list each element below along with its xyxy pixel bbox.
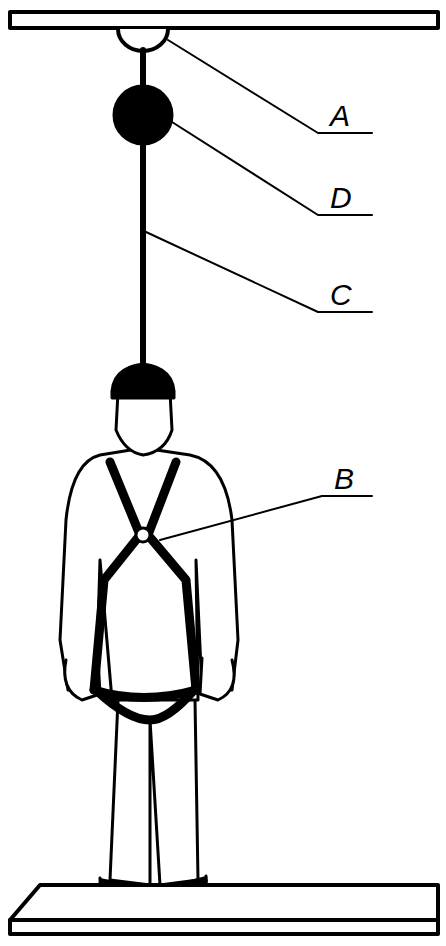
right-hand	[200, 658, 234, 700]
head	[116, 392, 172, 455]
callout-letter: D	[328, 183, 354, 213]
ceiling-beam	[10, 12, 438, 28]
energy-absorber	[114, 86, 172, 144]
floor-edge	[10, 920, 438, 934]
callout-letter: C	[328, 280, 354, 310]
torso	[60, 448, 238, 700]
leader-lines	[146, 40, 372, 540]
harness	[94, 462, 196, 720]
legs	[110, 700, 198, 885]
helmet	[112, 364, 174, 398]
floor-platform	[10, 885, 438, 920]
callout-letter: B	[332, 464, 356, 494]
dorsal-d-ring	[136, 528, 150, 542]
callout-letter: A	[328, 101, 352, 131]
